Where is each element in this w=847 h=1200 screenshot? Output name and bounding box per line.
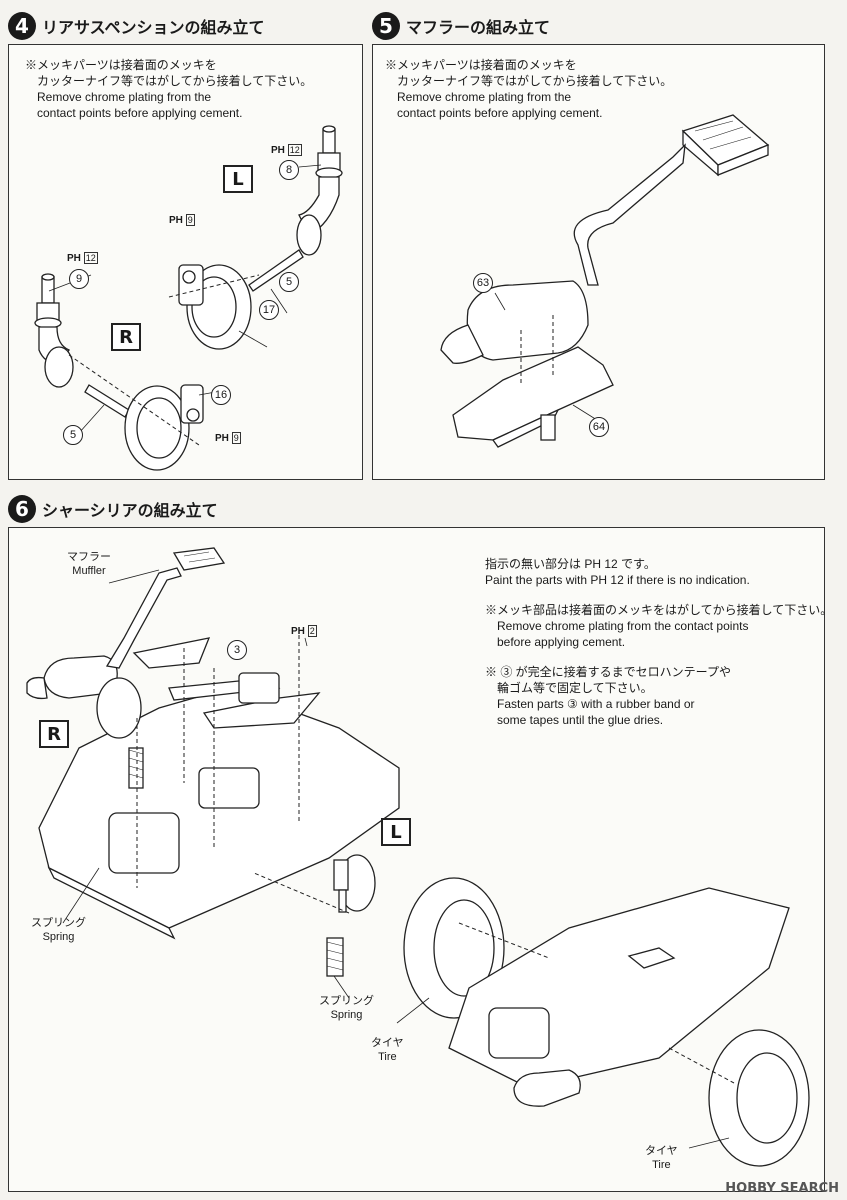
step4-part-17: 17 bbox=[259, 300, 279, 320]
step5-header: 5 マフラーの組み立て bbox=[372, 12, 550, 40]
step6-tire-label-right: タイヤ Tire bbox=[645, 1144, 678, 1172]
step6-paint: PH 2 bbox=[291, 625, 317, 637]
step6-header: 6 シャーシリアの組み立て bbox=[8, 495, 218, 523]
step6-part-3: 3 bbox=[227, 640, 247, 660]
step6-info3-en2: some tapes until the glue dries. bbox=[497, 713, 664, 727]
step4-note: ※メッキパーツは接着面のメッキを カッターナイフ等ではがしてから接着して下さい。… bbox=[25, 57, 312, 121]
step6-spring-jp-left: スプリング bbox=[31, 917, 86, 929]
step6-spring-jp-right: スプリング bbox=[319, 995, 374, 1007]
step4-note-en2: contact points before applying cement. bbox=[37, 106, 243, 120]
step4-paint-d-label: PH bbox=[215, 433, 229, 444]
step6-spring-label-left: スプリング Spring bbox=[31, 916, 86, 944]
step4-paint-c-label: PH bbox=[67, 253, 81, 264]
step4-number: 4 bbox=[8, 12, 36, 40]
step5-note-jp1: ※メッキパーツは接着面のメッキを bbox=[385, 58, 577, 72]
step6-info: 指示の無い部分は PH 12 です。 Paint the parts with … bbox=[485, 556, 832, 728]
step6-paint-label: PH bbox=[291, 626, 305, 637]
step6-info3-jp2: 輪ゴム等で固定して下さい。 bbox=[497, 681, 653, 695]
step6-info1-en: Paint the parts with PH 12 if there is n… bbox=[485, 573, 750, 587]
step6-tire-label-left: タイヤ Tire bbox=[371, 1036, 404, 1064]
step6-muffler-jp: マフラー bbox=[67, 551, 111, 563]
step6-illustration bbox=[26, 547, 810, 1167]
step6-info2-en2: before applying cement. bbox=[497, 635, 626, 649]
step6-tire-jp-right: タイヤ bbox=[645, 1145, 678, 1157]
step4-note-jp2: カッターナイフ等ではがしてから接着して下さい。 bbox=[37, 74, 313, 88]
step6-muffler-label: マフラー Muffler bbox=[67, 550, 111, 578]
step5-note-jp2: カッターナイフ等ではがしてから接着して下さい。 bbox=[397, 74, 673, 88]
step4-part-5b: 5 bbox=[63, 425, 83, 445]
step6-info2-en1: Remove chrome plating from the contact p… bbox=[497, 619, 749, 633]
step4-paint-b-label: PH bbox=[169, 215, 183, 226]
step5-panel: ※メッキパーツは接着面のメッキを カッターナイフ等ではがしてから接着して下さい。… bbox=[372, 44, 825, 480]
step5-number: 5 bbox=[372, 12, 400, 40]
step4-title: リアサスペンションの組み立て bbox=[42, 18, 265, 37]
watermark: HOBBY SEARCH bbox=[725, 1181, 839, 1196]
step5-title: マフラーの組み立て bbox=[406, 18, 551, 37]
step6-panel: マフラー Muffler スプリング Spring スプリング Spring タ… bbox=[8, 527, 832, 1192]
step6-spring-en-left: Spring bbox=[42, 931, 75, 943]
step5-illustration bbox=[440, 114, 770, 448]
step4-paint-c-code: 12 bbox=[83, 252, 98, 264]
step4-paint-a: PH 12 bbox=[271, 144, 302, 156]
step4-paint-d: PH 9 bbox=[215, 432, 241, 444]
step4-note-en1: Remove chrome plating from the bbox=[37, 90, 212, 104]
step4-panel: ※メッキパーツは接着面のメッキを カッターナイフ等ではがしてから接着して下さい。… bbox=[8, 44, 363, 480]
step6-tire-jp-left: タイヤ bbox=[371, 1037, 404, 1049]
step4-part-16: 16 bbox=[211, 385, 231, 405]
step6-spring-label-right: スプリング Spring bbox=[319, 994, 374, 1022]
step4-part-5a: 5 bbox=[279, 272, 299, 292]
step5-note-en1: Remove chrome plating from the bbox=[397, 90, 572, 104]
step6-side-r: R bbox=[39, 720, 69, 748]
step6-tire-en-left: Tire bbox=[378, 1051, 397, 1063]
step5-part-64: 64 bbox=[589, 417, 609, 437]
step5-part-63: 63 bbox=[473, 273, 493, 293]
step6-title: シャーシリアの組み立て bbox=[42, 501, 218, 520]
step6-info1-jp: 指示の無い部分は PH 12 です。 bbox=[485, 557, 656, 571]
step6-info2-jp: ※メッキ部品は接着面のメッキをはがしてから接着して下さい。 bbox=[485, 603, 833, 617]
step4-part-8: 8 bbox=[279, 160, 299, 180]
step6-info3-jp1: ※ ③ が完全に接着するまでセロハンテープや bbox=[485, 665, 731, 679]
step6-paint-code: 2 bbox=[307, 625, 317, 637]
step6-info3-en1: Fasten parts ③ with a rubber band or bbox=[497, 697, 695, 711]
step4-paint-b: PH 9 bbox=[169, 214, 195, 226]
step4-paint-a-code: 12 bbox=[287, 144, 302, 156]
step6-number: 6 bbox=[8, 495, 36, 523]
step4-paint-d-code: 9 bbox=[231, 432, 241, 444]
step6-spring-en-right: Spring bbox=[330, 1009, 363, 1021]
step6-tire-en-right: Tire bbox=[652, 1159, 671, 1171]
step4-paint-c: PH 12 bbox=[67, 252, 98, 264]
step4-part-9: 9 bbox=[69, 269, 89, 289]
step6-side-l: L bbox=[381, 818, 411, 846]
step4-note-jp1: ※メッキパーツは接着面のメッキを bbox=[25, 58, 217, 72]
step4-illustration bbox=[34, 125, 343, 471]
step4-paint-a-label: PH bbox=[271, 145, 285, 156]
step4-side-r: R bbox=[111, 323, 141, 351]
step4-header: 4 リアサスペンションの組み立て bbox=[8, 12, 265, 40]
step4-paint-b-code: 9 bbox=[185, 214, 195, 226]
step6-muffler-en: Muffler bbox=[72, 565, 106, 577]
step5-note-en2: contact points before applying cement. bbox=[397, 106, 603, 120]
step5-note: ※メッキパーツは接着面のメッキを カッターナイフ等ではがしてから接着して下さい。… bbox=[385, 57, 672, 121]
step4-side-l: L bbox=[223, 165, 253, 193]
